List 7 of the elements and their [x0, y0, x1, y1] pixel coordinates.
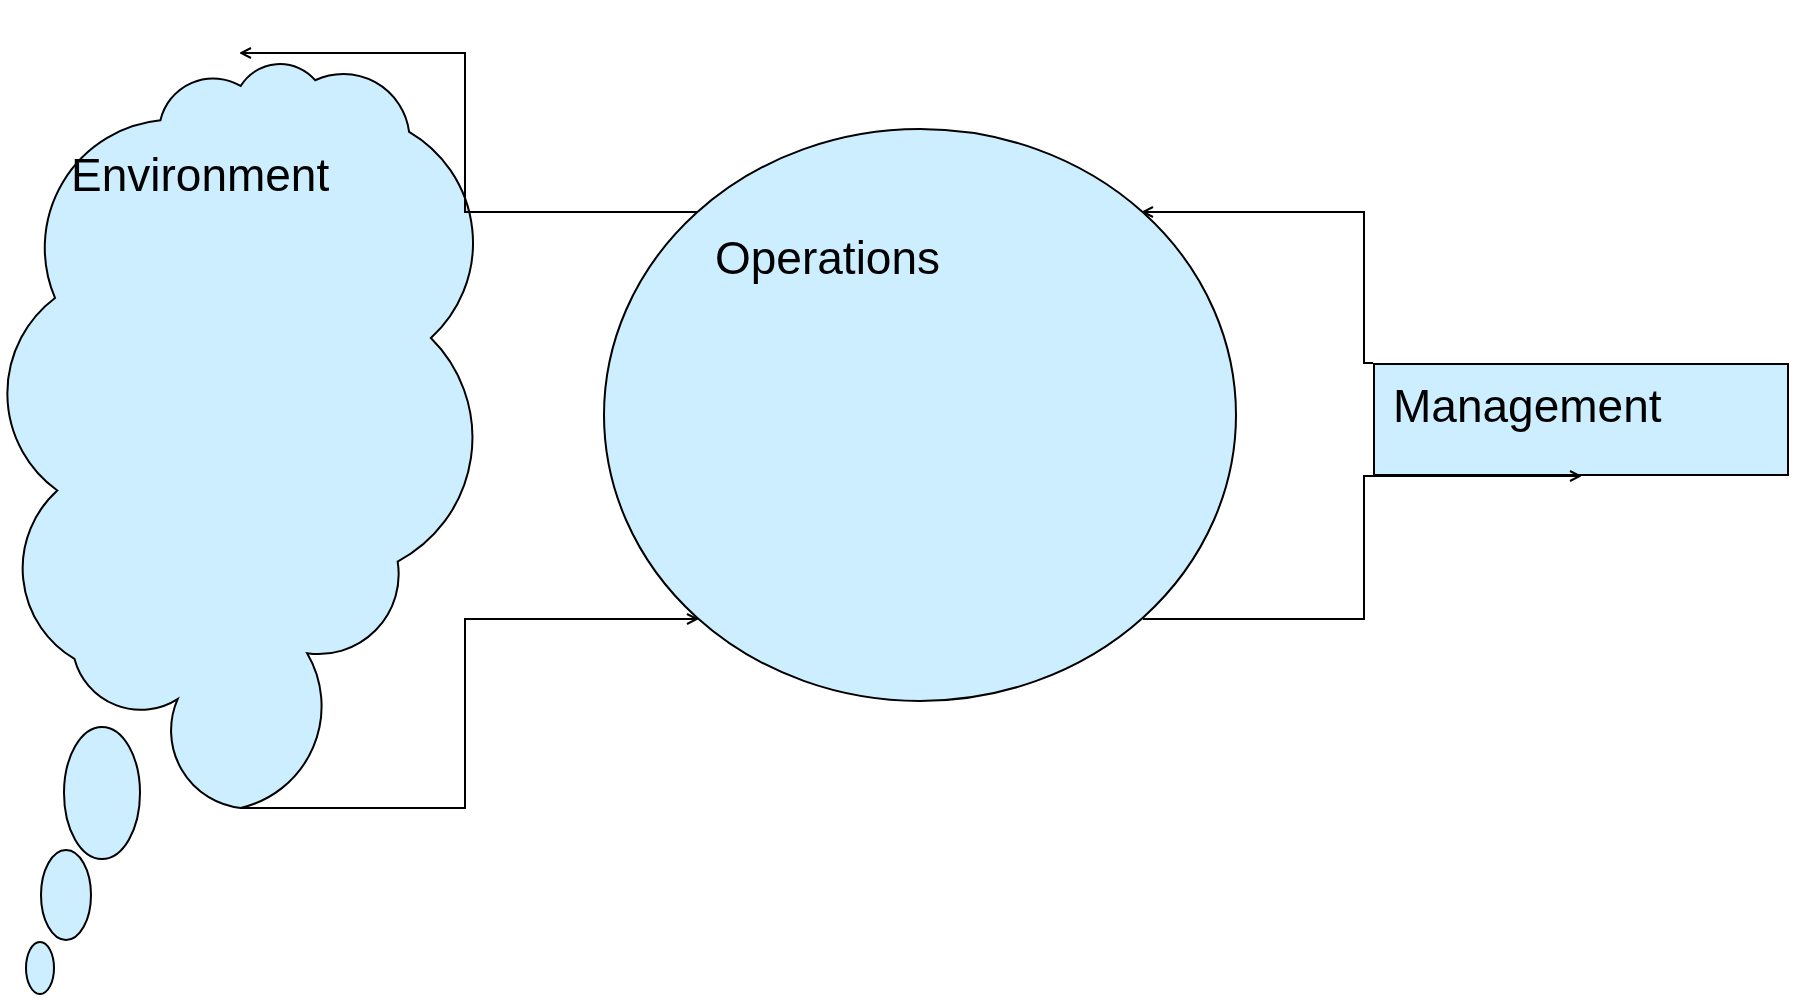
- connector-arrow: [1142, 206, 1374, 364]
- node-label: Environment: [71, 152, 330, 198]
- connector-arrow: [240, 613, 698, 809]
- connector-arrow: [240, 47, 698, 213]
- connector-arrow: [1142, 470, 1581, 620]
- process-ellipse: [603, 128, 1237, 702]
- process-box: [1373, 363, 1789, 476]
